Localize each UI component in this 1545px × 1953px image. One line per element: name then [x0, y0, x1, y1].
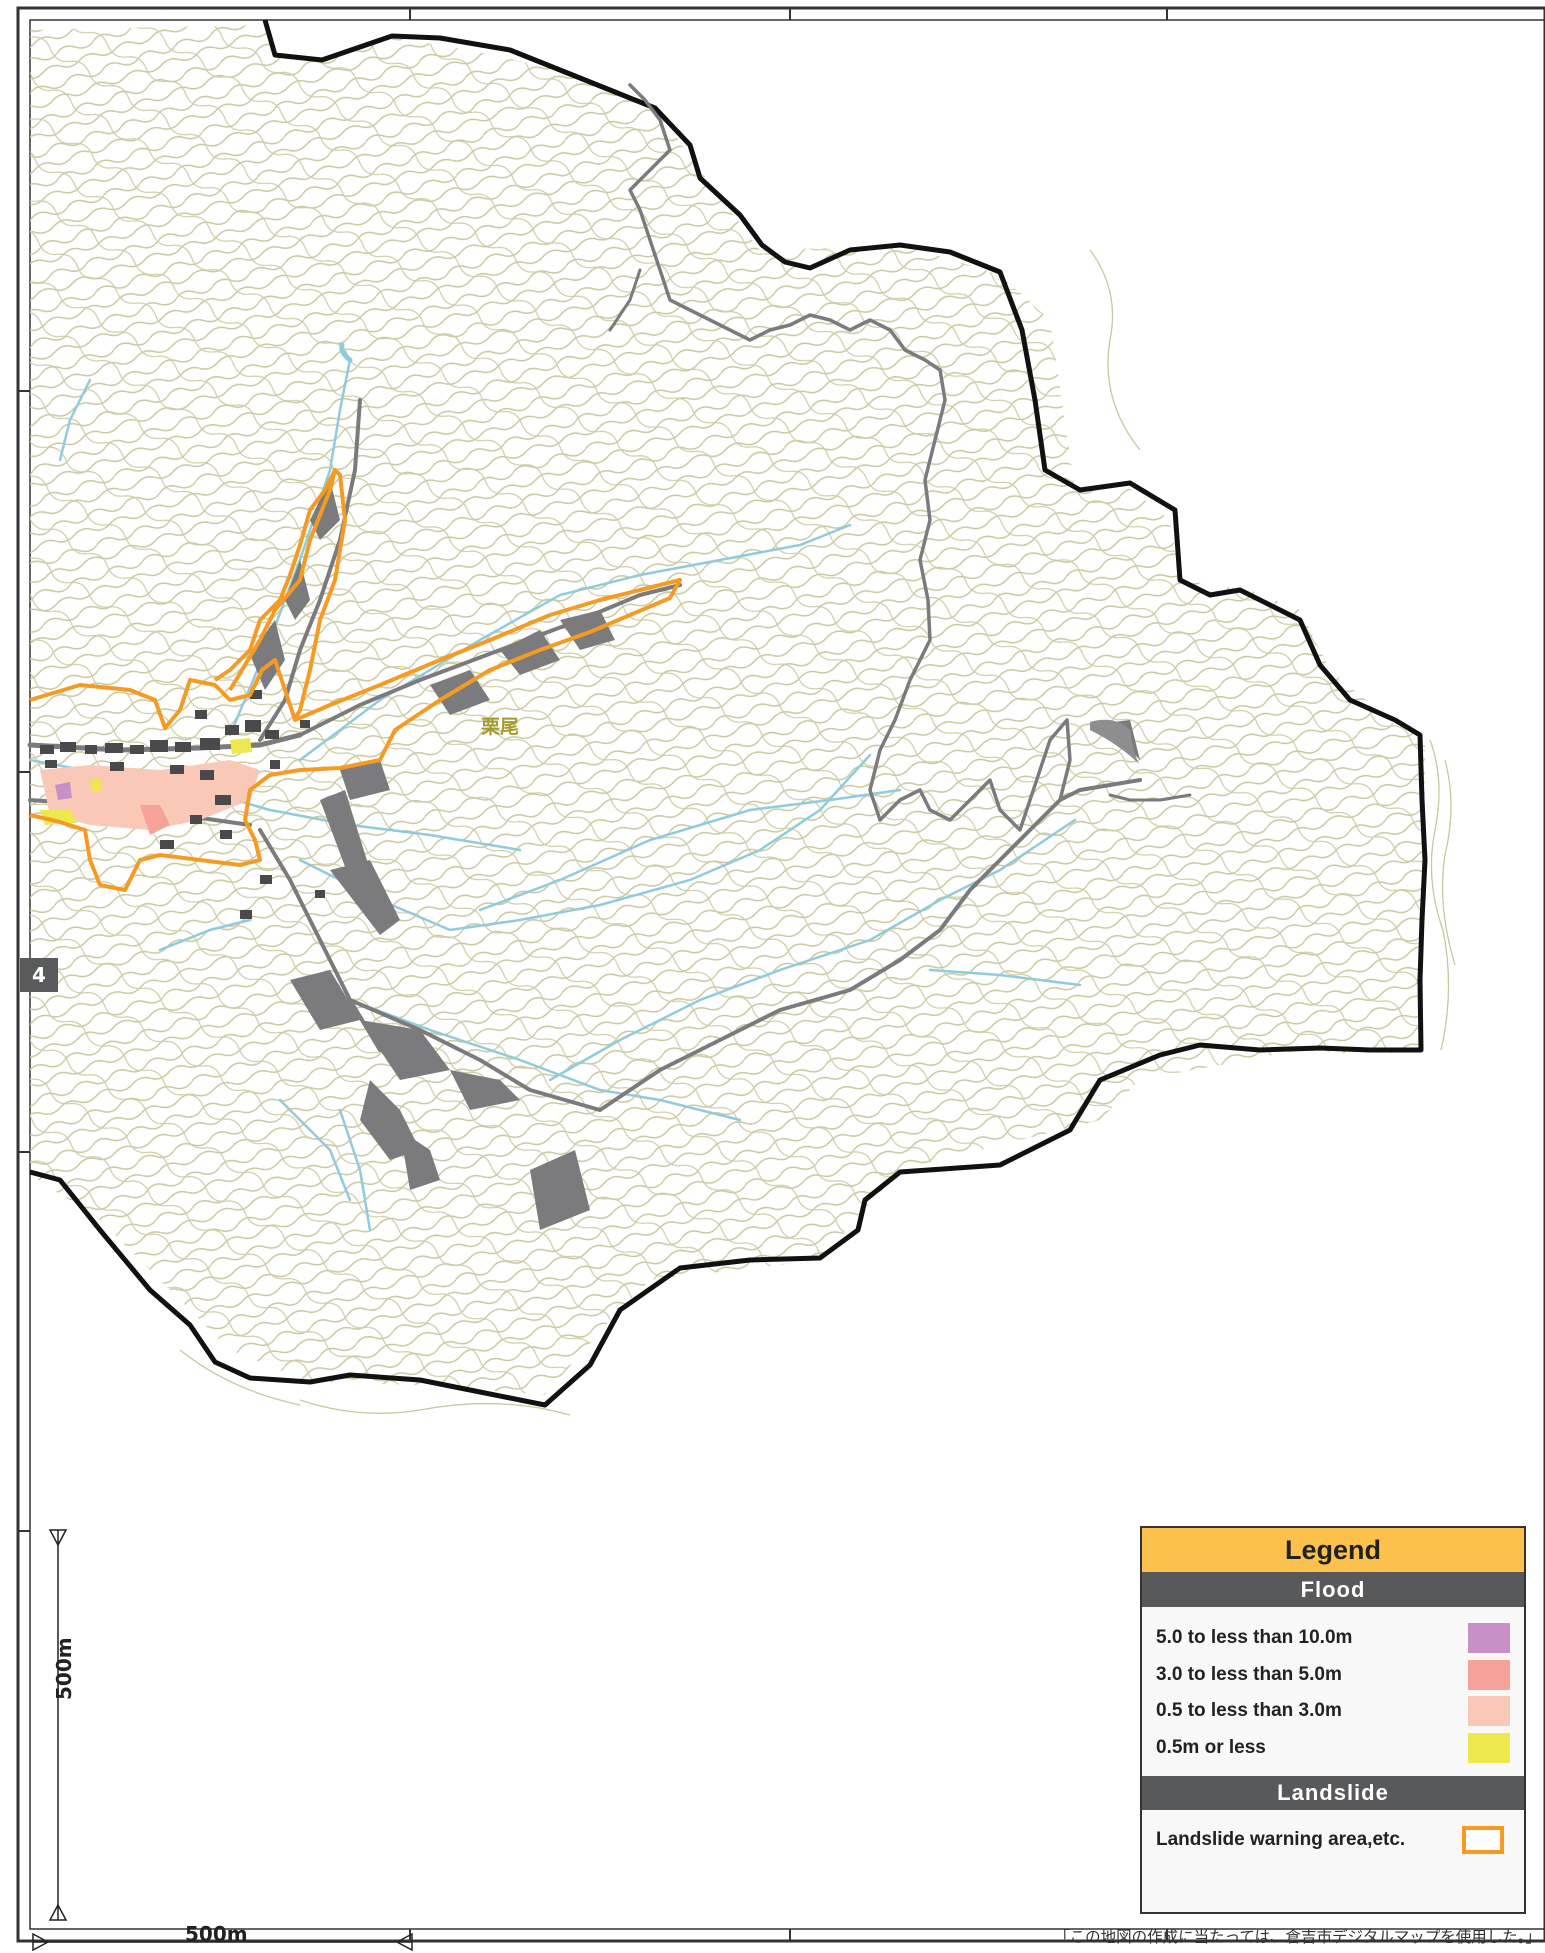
place-name-label: 栗尾 — [481, 716, 520, 738]
scale-bar-vertical — [48, 1529, 68, 1921]
legend-item-label: 0.5 to less than 3.0m — [1156, 1700, 1342, 1722]
legend-item-label: 0.5m or less — [1156, 1736, 1266, 1758]
legend-item-label: 5.0 to less than 10.0m — [1156, 1627, 1353, 1649]
legend-landslide-heading: Landslide — [1142, 1776, 1524, 1810]
legend-item: 0.5 to less than 3.0m — [1156, 1693, 1510, 1730]
legend-flood-heading: Flood — [1142, 1573, 1524, 1607]
legend-swatch — [1468, 1732, 1510, 1763]
pond — [1090, 719, 1140, 765]
roads — [27, 83, 1192, 1112]
scale-horizontal-label: 500m — [185, 1922, 248, 1946]
legend-title: Legend — [1142, 1528, 1524, 1573]
sheet-number-badge: 4 — [20, 958, 58, 992]
legend-panel: Legend Flood 5.0 to less than 10.0m 3.0 … — [1140, 1526, 1526, 1914]
legend-swatch — [1468, 1623, 1510, 1654]
legend-flood-list: 5.0 to less than 10.0m 3.0 to less than … — [1142, 1607, 1524, 1776]
legend-item-label: 3.0 to less than 5.0m — [1156, 1663, 1342, 1685]
catchment-boundary — [29, 19, 1428, 1408]
buildings — [40, 690, 325, 919]
outer-contours — [179, 249, 1456, 1416]
legend-item: 3.0 to less than 5.0m — [1156, 1657, 1510, 1694]
scale-bar-horizontal — [32, 1932, 413, 1952]
map-credit: 「この地図の作成に当たっては、倉吉市デジタルマップを使用した。」 — [1054, 1928, 1541, 1946]
outer-frame — [16, 6, 1545, 1943]
landslide-areas — [29, 468, 682, 892]
scale-vertical-label: 500m — [52, 1637, 76, 1700]
legend-swatch — [1468, 1696, 1510, 1727]
legend-item: 5.0 to less than 10.0m — [1156, 1620, 1510, 1657]
legend-swatch — [1468, 1659, 1510, 1690]
legend-item: 0.5m or less — [1156, 1730, 1510, 1767]
legend-item: Landslide warning area,etc. — [1142, 1810, 1524, 1854]
legend-item-label: Landslide warning area,etc. — [1156, 1829, 1406, 1850]
legend-landslide-swatch — [1462, 1826, 1504, 1854]
